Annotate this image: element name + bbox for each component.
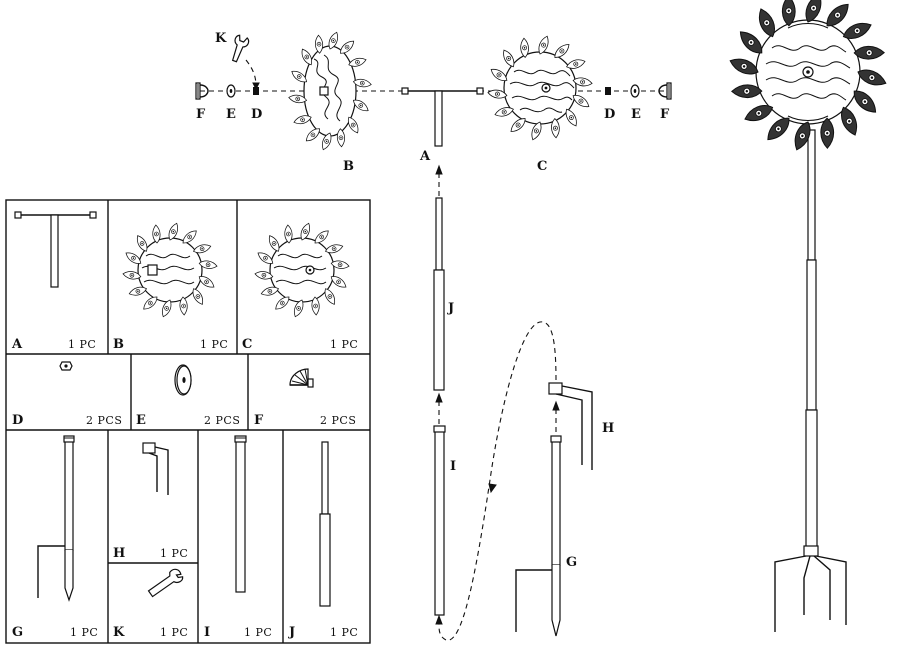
- pole-j-upper: [435, 197, 443, 271]
- cell-g-letter: G: [12, 625, 23, 640]
- cell-j-letter: J: [288, 625, 295, 640]
- label-f-right: F: [660, 107, 670, 122]
- nut-d-right: [605, 87, 611, 95]
- cell-a-qty: 1 PC: [68, 338, 96, 351]
- cell-e-letter: E: [136, 413, 146, 428]
- petal-decoration: [507, 115, 529, 135]
- wrench-k-top: [231, 34, 250, 63]
- label-k-top: K: [215, 31, 227, 46]
- label-g-mid: G: [566, 555, 577, 570]
- cell-f-letter: F: [254, 413, 264, 428]
- label-h-mid: H: [602, 421, 614, 436]
- petal-decoration: [312, 227, 332, 247]
- dashed-loop-arrow: [438, 321, 557, 641]
- parts-table: A 1 PC B 1 PC: [5, 199, 371, 644]
- cell-k-qty: 1 PC: [160, 626, 188, 639]
- petal-decoration: [822, 0, 854, 31]
- label-a-top: A: [419, 149, 431, 164]
- petal-decoration: [762, 113, 794, 145]
- label-j-mid: J: [447, 301, 454, 316]
- bracket-h-mid: H: [548, 382, 614, 470]
- cell-i-qty: 1 PC: [244, 626, 272, 639]
- cell-h: H 1 PC: [113, 442, 188, 561]
- label-c-top: C: [537, 159, 547, 174]
- cell-f: F 2 PCS: [254, 368, 356, 428]
- label-b-top: B: [343, 159, 354, 174]
- label-f-left: F: [196, 107, 206, 122]
- cell-j: J 1 PC: [288, 441, 358, 640]
- cell-c-qty: 1 PC: [330, 338, 358, 351]
- cell-h-letter: H: [113, 546, 125, 561]
- assembled-spinner: [727, 0, 889, 632]
- exploded-axle-row: F E D K B A C D E F: [195, 30, 672, 174]
- wrench-arrowhead: [252, 82, 260, 91]
- petal-decoration: [337, 38, 357, 57]
- petal-decoration: [731, 84, 763, 99]
- petal-decoration: [735, 26, 767, 58]
- label-d-right: D: [604, 107, 615, 122]
- cell-d-qty: 2 PCS: [86, 414, 122, 427]
- petal-decoration: [140, 293, 160, 313]
- cap-f-right: [658, 82, 672, 100]
- petal-decoration: [551, 41, 573, 61]
- cell-b-letter: B: [113, 337, 124, 352]
- washer-e-left: [226, 84, 236, 98]
- cell-d-letter: D: [12, 413, 23, 428]
- cell-c-letter: C: [242, 337, 252, 352]
- petal-decoration: [303, 125, 323, 144]
- washer-e-right: [630, 84, 640, 98]
- petal-decoration: [272, 293, 292, 313]
- cell-i-letter: I: [204, 625, 210, 640]
- cell-k: K 1 PC: [113, 568, 188, 640]
- stake-g-mid: G: [515, 435, 577, 637]
- nut-d-left: [253, 87, 259, 95]
- cell-i: I 1 PC: [204, 435, 272, 640]
- cell-g-qty: 1 PC: [70, 626, 98, 639]
- cell-d: D 2 PCS: [12, 361, 122, 428]
- petal-decoration: [849, 86, 881, 118]
- cell-k-letter: K: [113, 625, 125, 640]
- spinner-c-exploded: [486, 34, 594, 142]
- petal-decoration: [820, 117, 835, 149]
- cell-g: G 1 PC: [12, 435, 98, 640]
- petal-decoration: [180, 227, 200, 247]
- cell-e-qty: 2 PCS: [204, 414, 240, 427]
- pole-i: [434, 429, 445, 616]
- label-i-mid: I: [450, 459, 456, 474]
- spinner-b-exploded: [287, 30, 373, 152]
- cell-j-qty: 1 PC: [330, 626, 358, 639]
- cell-e: E 2 PCS: [136, 364, 240, 428]
- label-e-left: E: [226, 107, 236, 122]
- cell-c: C 1 PC: [242, 221, 358, 352]
- cap-f-left: [195, 82, 209, 100]
- cell-f-qty: 2 PCS: [320, 414, 356, 427]
- exploded-pole: J I H G: [433, 164, 614, 641]
- pole-j-lower: [433, 269, 445, 391]
- petal-decoration: [853, 45, 885, 60]
- cell-b: B 1 PC: [113, 221, 228, 352]
- label-d-left: D: [251, 107, 262, 122]
- label-e-right: E: [631, 107, 641, 122]
- cell-a-letter: A: [11, 337, 23, 352]
- cell-h-qty: 1 PC: [160, 547, 188, 560]
- t-bar-a-exploded: [401, 87, 484, 147]
- cell-b-qty: 1 PC: [200, 338, 228, 351]
- cell-a: A 1 PC: [11, 211, 97, 352]
- wrench-dashed-arrow: [245, 59, 257, 87]
